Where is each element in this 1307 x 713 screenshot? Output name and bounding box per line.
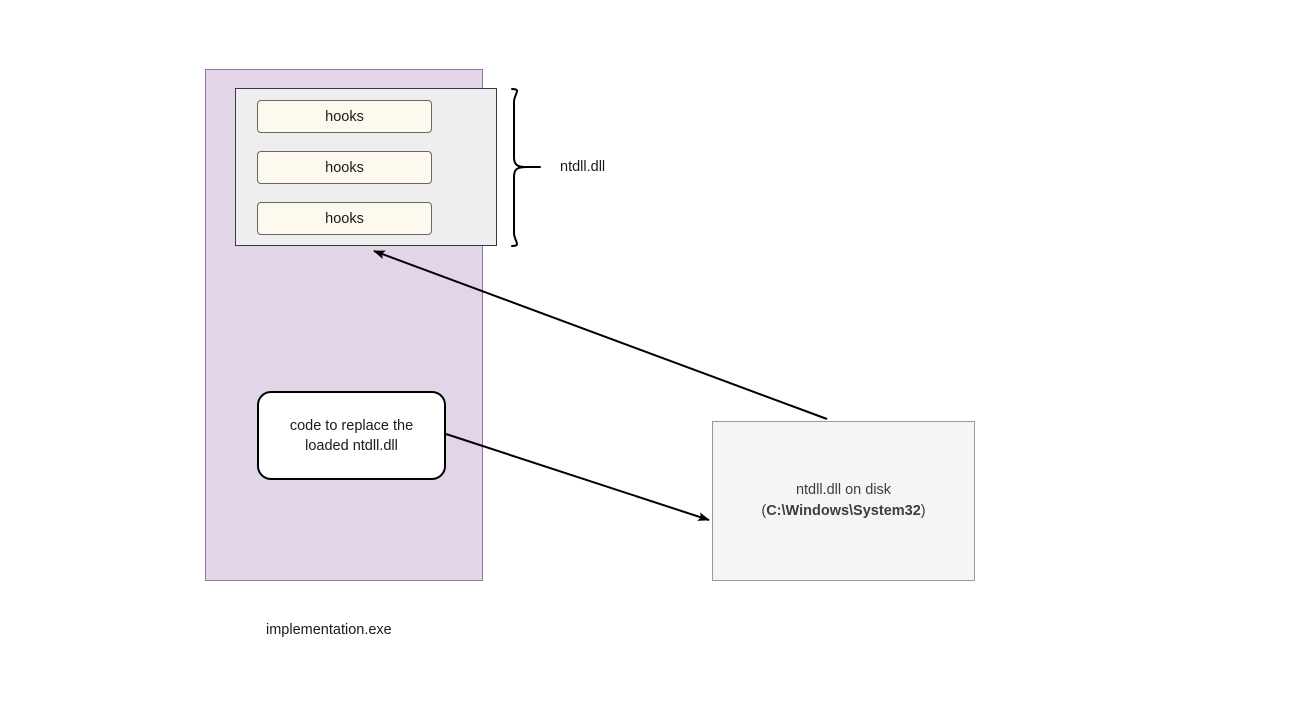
hook-label-3: hooks	[325, 210, 364, 227]
arrow-code-to-disk	[445, 433, 710, 521]
curly-brace-ntdll	[511, 88, 541, 247]
code-to-replace-box[interactable]: code to replace the loaded ntdll.dll	[257, 391, 446, 480]
hook-box-1[interactable]: hooks	[257, 100, 432, 133]
implementation-exe-label: implementation.exe	[266, 622, 392, 638]
paren-close: )	[920, 503, 926, 519]
ntdll-brace-label: ntdll.dll	[560, 159, 606, 175]
disk-box-line-1: ntdll.dll on disk	[795, 482, 892, 498]
hook-label-1: hooks	[325, 108, 364, 125]
hook-box-2[interactable]: hooks	[257, 151, 432, 184]
code-box-line-2: loaded ntdll.dll	[305, 437, 398, 454]
hook-label-2: hooks	[325, 159, 364, 176]
ntdll-on-disk-box[interactable]: ntdll.dll on disk (C:\Windows\System32)	[712, 421, 975, 581]
disk-box-line-2: (C:\Windows\System32)	[761, 501, 925, 522]
disk-path: C:\Windows\System32	[766, 503, 921, 519]
paren-open: (	[761, 503, 767, 519]
hook-box-3[interactable]: hooks	[257, 202, 432, 235]
code-box-line-1: code to replace the	[289, 417, 414, 434]
